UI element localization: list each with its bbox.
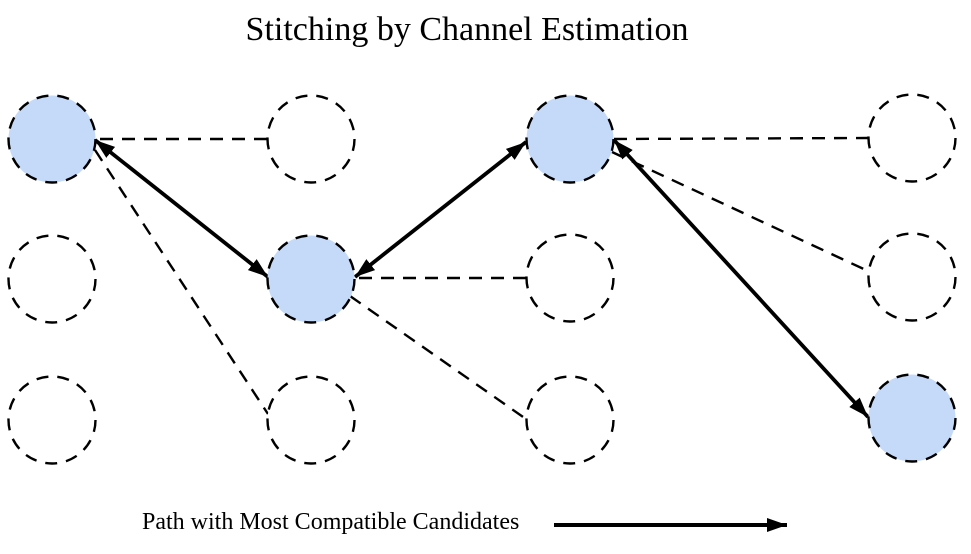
nodes-layer [7,93,957,465]
edge-stage1-top-to-stage2-middle-solid [93,138,270,279]
edge-stage2-middle-to-stage3-bottom-dashed [349,295,527,420]
node-stage2-bottom [266,375,356,465]
edge-stage3-top-to-stage4-bottom-solid [612,138,870,419]
node-stage1-middle [7,234,97,324]
node-stage3-bottom [525,375,615,465]
node-stage4-bottom-selected [867,373,957,463]
node-stage3-middle [525,233,615,323]
edge-stage3-top-to-stage4-top-dashed [613,136,869,141]
edge-stage1-top-to-stage2-bottom-dashed [93,149,270,415]
edge-stage3-top-to-stage4-middle-dashed [611,150,869,273]
node-stage4-top [867,93,957,183]
edges-layer [93,136,870,420]
legend-label: Path with Most Compatible Candidates [142,509,520,535]
edge-stage2-middle-to-stage3-top-solid [353,140,528,279]
diagram-title: Stitching by Channel Estimation [245,11,689,48]
node-stage4-middle [867,232,957,322]
node-stage1-bottom [7,375,97,465]
node-stage2-top [266,94,356,184]
node-stage3-top-selected [525,94,615,184]
node-stage2-middle-selected [266,234,356,324]
node-stage1-top-selected [7,94,97,184]
